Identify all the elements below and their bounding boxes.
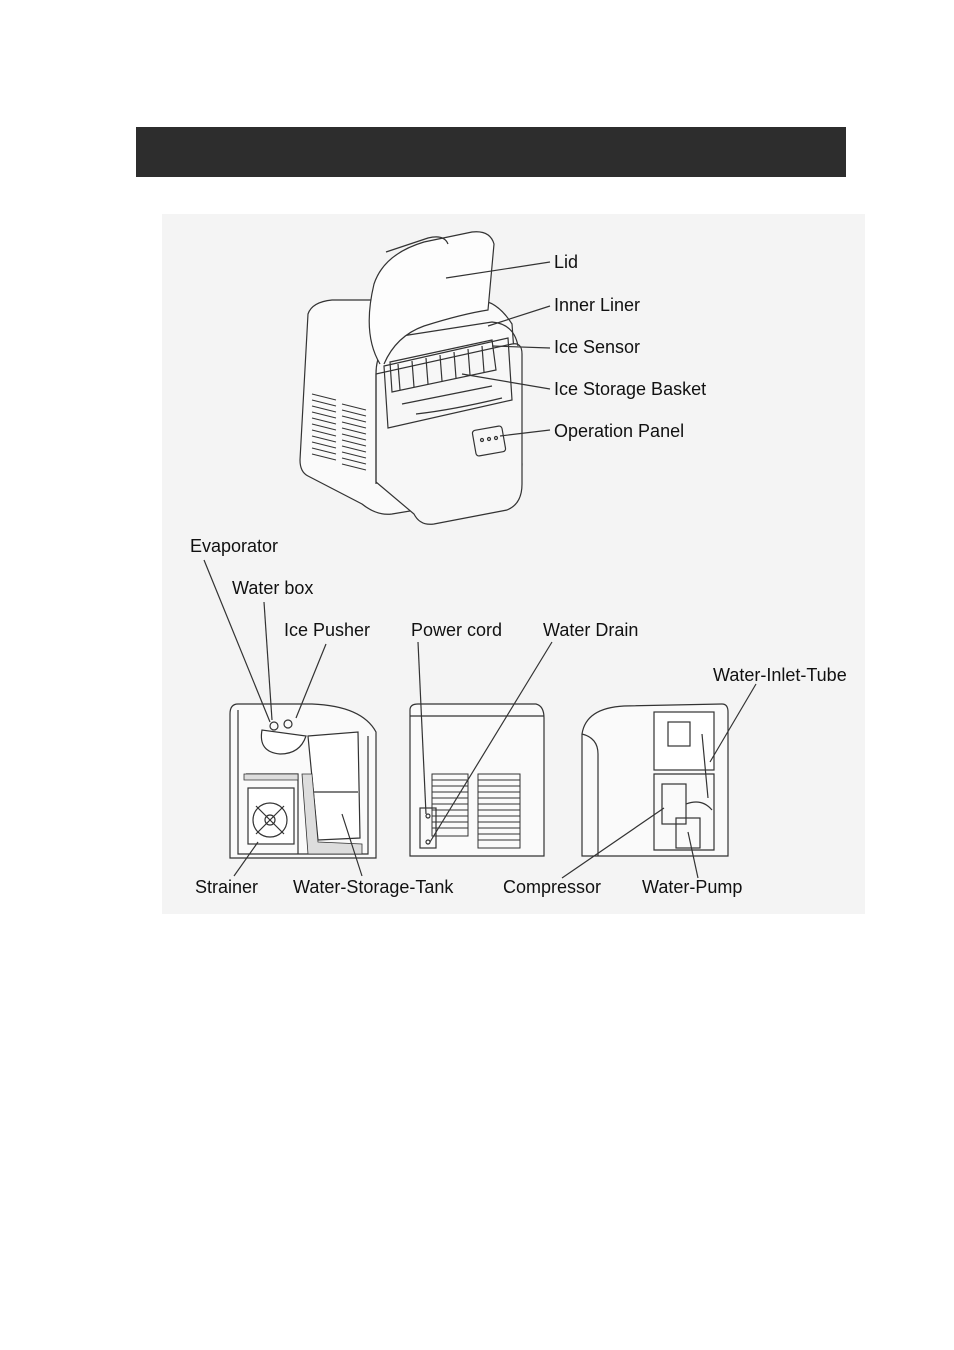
label-ice-storage-basket: Ice Storage Basket (554, 379, 706, 399)
label-water-storage-tank: Water-Storage-Tank (293, 877, 453, 897)
label-water-box: Water box (232, 578, 313, 598)
ice-maker-perspective-view (300, 232, 550, 525)
label-water-inlet-tube: Water-Inlet-Tube (713, 665, 847, 685)
label-lid: Lid (554, 252, 578, 272)
ice-maker-drawing (162, 214, 865, 914)
ice-maker-back-view (410, 642, 552, 856)
label-water-pump: Water-Pump (642, 877, 742, 897)
label-compressor: Compressor (503, 877, 601, 897)
ice-maker-right-section-view (562, 684, 756, 878)
label-evaporator: Evaporator (190, 536, 278, 556)
label-power-cord: Power cord (411, 620, 502, 640)
ice-maker-side-section-view (204, 560, 376, 876)
label-operation-panel: Operation Panel (554, 421, 684, 441)
label-strainer: Strainer (195, 877, 258, 897)
label-inner-liner: Inner Liner (554, 295, 640, 315)
section-header-bar (136, 127, 846, 177)
label-ice-pusher: Ice Pusher (284, 620, 370, 640)
label-water-drain: Water Drain (543, 620, 638, 640)
label-ice-sensor: Ice Sensor (554, 337, 640, 357)
ice-maker-diagram: Lid Inner Liner Ice Sensor Ice Storage B… (162, 214, 865, 914)
